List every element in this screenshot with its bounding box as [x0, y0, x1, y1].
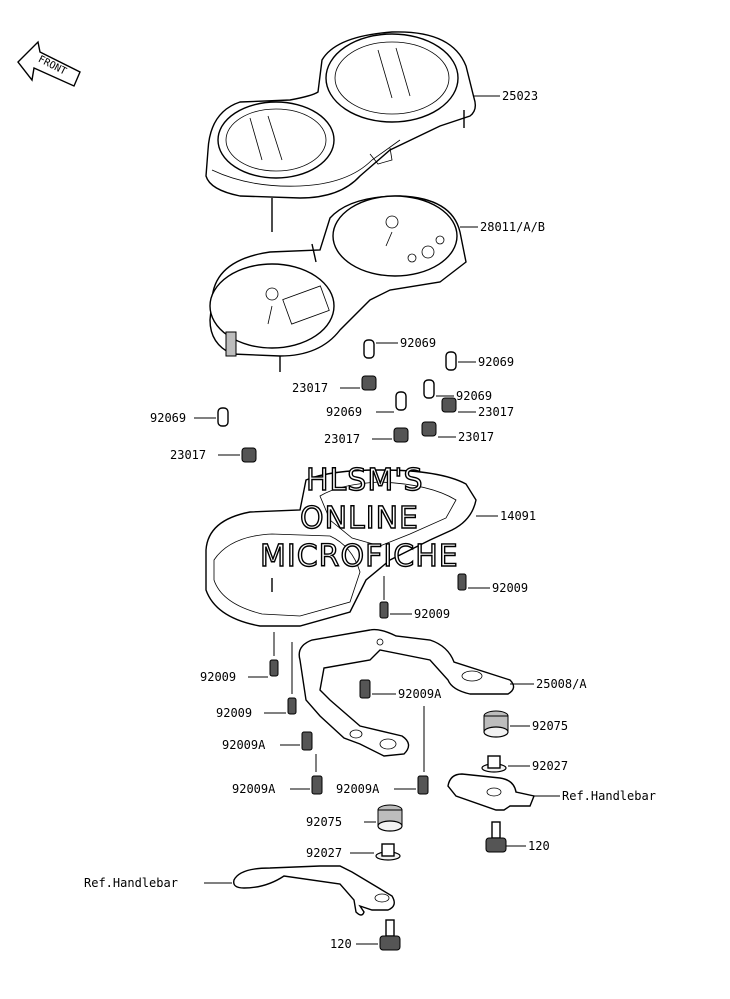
label-92027-b: 92027: [306, 846, 342, 860]
label-23017-d: 23017: [458, 430, 494, 444]
label-92069-c: 92069: [456, 389, 492, 403]
screw-part: [269, 573, 467, 795]
label-92009-a: 92009: [492, 581, 528, 595]
label-92069-b: 92069: [478, 355, 514, 369]
label-14091: 14091: [500, 509, 536, 523]
bolt-part: [379, 821, 507, 951]
label-92009A-a: 92009A: [398, 687, 442, 701]
label-92075-b: 92075: [306, 815, 342, 829]
label-120-b: 120: [330, 937, 352, 951]
meter-case-part: [205, 469, 477, 627]
watermark-line2: ONLINE: [300, 501, 419, 536]
socket-part: [241, 375, 457, 463]
label-92069-e: 92069: [150, 411, 186, 425]
bulb-part: [217, 339, 457, 427]
label-92027-a: 92027: [532, 759, 568, 773]
watermark-line1: HLSM'S: [306, 463, 424, 498]
label-92009A-c: 92009A: [232, 782, 276, 796]
label-92009A-d: 92009A: [336, 782, 380, 796]
handlebar-bracket-left: [233, 865, 395, 916]
label-92009-b: 92009: [414, 607, 450, 621]
front-arrow: FRONT: [17, 40, 81, 87]
label-92075-a: 92075: [532, 719, 568, 733]
ref-handlebar-right: Ref.Handlebar: [562, 789, 656, 803]
watermark-line3: MICROFICHE: [260, 539, 459, 574]
damper-part: [377, 710, 509, 832]
label-92009-d: 92009: [216, 706, 252, 720]
bracket-part: [298, 628, 515, 757]
label-25008: 25008/A: [536, 677, 587, 691]
label-92009-c: 92009: [200, 670, 236, 684]
label-92069-d: 92069: [326, 405, 362, 419]
label-120-a: 120: [528, 839, 550, 853]
handlebar-bracket-right: [447, 773, 535, 811]
label-23017-b: 23017: [478, 405, 514, 419]
label-23017-a: 23017: [292, 381, 328, 395]
ref-handlebar-left: Ref.Handlebar: [84, 876, 178, 890]
meter-assembly-part: [209, 195, 467, 372]
label-92009A-b: 92009A: [222, 738, 266, 752]
meter-cover-part: [205, 31, 477, 232]
label-92069-a: 92069: [400, 336, 436, 350]
label-23017-c: 23017: [324, 432, 360, 446]
collar-part: [375, 755, 507, 861]
label-28011: 28011/A/B: [480, 220, 545, 234]
label-23017-e: 23017: [170, 448, 206, 462]
label-25023: 25023: [502, 89, 538, 103]
